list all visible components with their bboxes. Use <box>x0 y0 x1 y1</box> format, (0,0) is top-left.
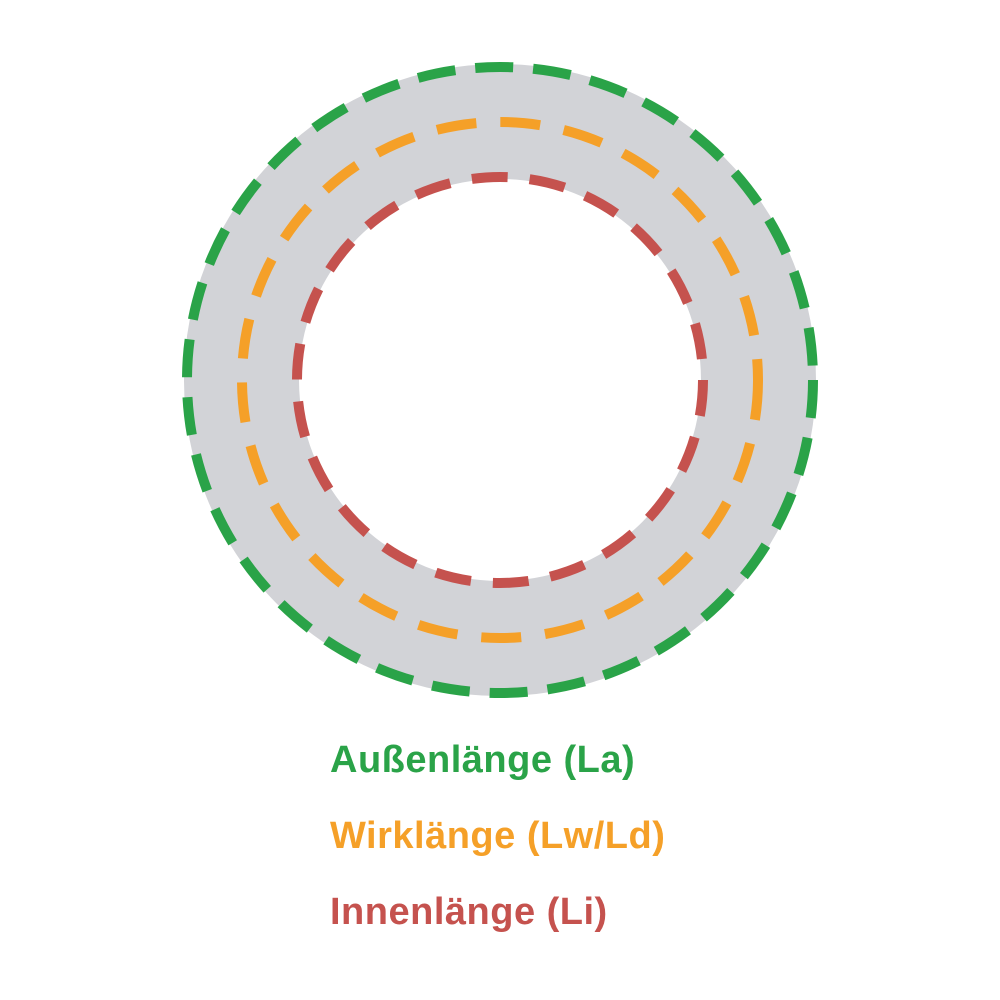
legend: Außenlänge (La) Wirklänge (Lw/Ld) Innenl… <box>330 741 665 931</box>
inner-length-li-dashed-circle <box>292 172 708 588</box>
legend-item-effective-length: Wirklänge (Lw/Ld) <box>330 815 666 857</box>
legend-item-inner-length: Innenlänge (Li) <box>330 891 608 933</box>
belt-diagram <box>182 62 818 698</box>
outer-length-la-dashed-circle <box>182 62 818 698</box>
effective-length-lw-ld-dashed-circle <box>237 117 763 643</box>
legend-item-outer-length: Außenlänge (La) <box>330 739 636 781</box>
